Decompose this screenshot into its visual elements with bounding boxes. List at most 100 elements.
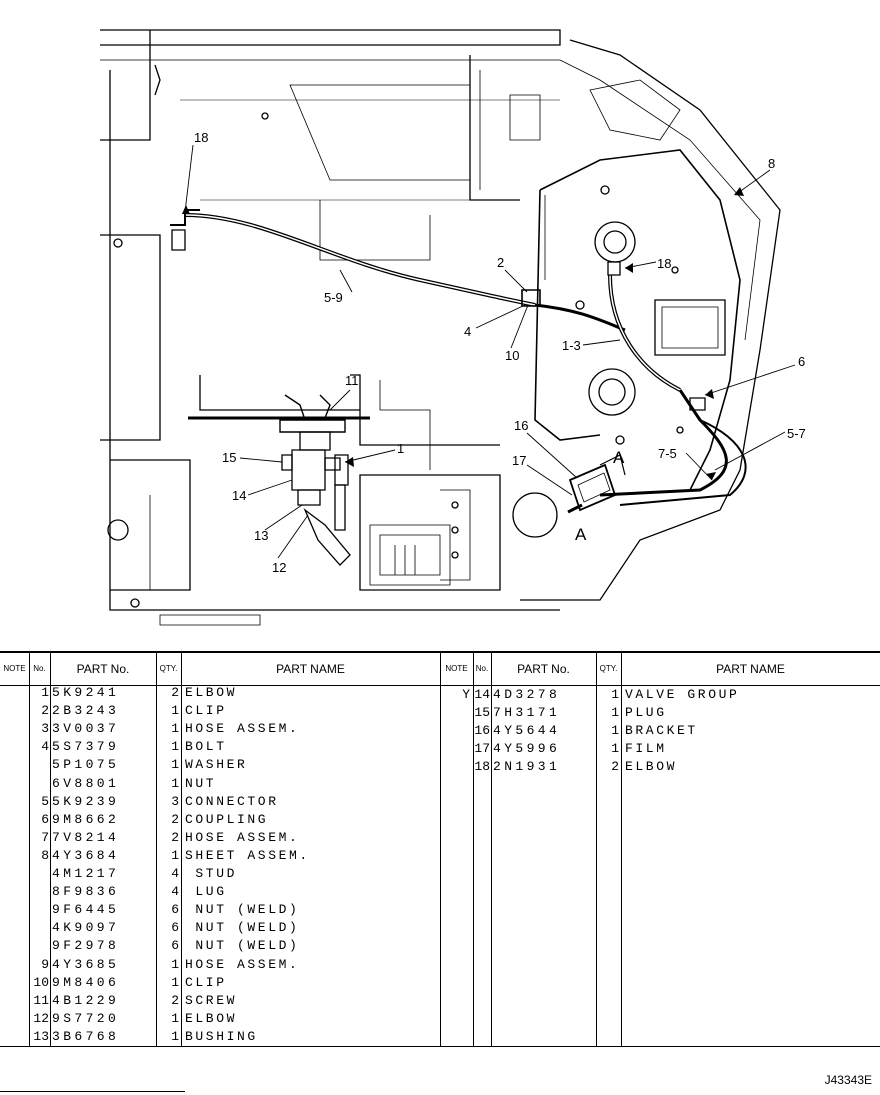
row-note [0, 974, 27, 992]
row-part-name: STUD [185, 866, 238, 881]
header-note: NOTE [445, 664, 468, 673]
callout-label: 11 [345, 373, 359, 388]
row-quantity: 1 [171, 1010, 179, 1026]
row-number: 14 [474, 687, 490, 702]
row-quantity: 6 [171, 938, 179, 954]
row-part-name: NUT (WELD) [185, 902, 300, 918]
row-note [0, 1010, 27, 1028]
row-part-name: NUT (WELD) [185, 938, 300, 954]
row-quantity: 1 [171, 775, 179, 791]
row-part-name: HOSE ASSEM. [185, 721, 300, 737]
row-note [0, 919, 27, 937]
row-quantity: 2 [171, 685, 179, 700]
row-part-name: ELBOW [625, 759, 678, 775]
row-number: 16 [474, 723, 490, 739]
row-part-name: CLIP [185, 974, 227, 990]
row-note [0, 865, 27, 883]
row-quantity: 1 [171, 739, 179, 755]
row-note [0, 956, 27, 974]
row-part-number: 4B1229 [52, 992, 120, 1008]
col-rule [473, 652, 474, 1046]
row-part-number: 5S7379 [52, 739, 120, 755]
row-quantity: 4 [171, 884, 179, 900]
row-note [0, 847, 27, 865]
row-part-number: 4D3278 [493, 687, 561, 702]
row-note [0, 901, 27, 919]
row-part-name: CONNECTOR [185, 793, 279, 809]
row-part-name: BUSHING [185, 1028, 258, 1044]
col-rule [440, 652, 441, 1046]
row-quantity: 1 [171, 847, 179, 863]
section-marker: A [613, 448, 625, 467]
row-quantity: 6 [171, 902, 179, 918]
row-number: 4 [41, 739, 49, 755]
row-note [0, 883, 27, 901]
row-part-number: 5P1075 [52, 757, 120, 773]
row-part-name: SCREW [185, 992, 238, 1008]
row-part-name: ELBOW [185, 1010, 238, 1026]
row-number: 2 [41, 703, 49, 719]
row-part-name: COUPLING [185, 811, 269, 827]
row-part-number: 4K9097 [52, 920, 120, 936]
header-note: NOTE [3, 664, 26, 673]
row-part-name: HOSE ASSEM. [185, 829, 300, 845]
row-number [29, 865, 49, 883]
row-part-name: PLUG [625, 705, 667, 721]
row-quantity: 1 [171, 1028, 179, 1044]
row-part-number: 9F2978 [52, 938, 120, 954]
row-number: 18 [474, 759, 490, 775]
row-part-number: 9M8662 [52, 811, 120, 827]
row-quantity: 1 [171, 703, 179, 719]
row-number [29, 775, 49, 793]
row-part-number: 4Y3684 [52, 847, 120, 863]
row-quantity: 2 [611, 759, 619, 775]
callout-label: 18 [194, 130, 208, 145]
row-quantity: 2 [171, 992, 179, 1008]
row-quantity: 6 [171, 920, 179, 936]
header-part-name: PART NAME [716, 661, 785, 676]
row-quantity: 1 [611, 687, 619, 702]
row-part-number: 9S7720 [52, 1010, 120, 1026]
row-number: 5 [41, 793, 49, 809]
row-number: 13 [33, 1028, 49, 1044]
table-row: 9F2978 6 NUT (WELD) [0, 937, 880, 955]
callout-label: 16 [514, 418, 528, 433]
row-quantity: 1 [611, 723, 619, 739]
row-part-name: FILM [625, 741, 667, 757]
callout-label: 7-5 [658, 446, 677, 461]
row-part-name: WASHER [185, 757, 248, 773]
row-part-name: CLIP [185, 703, 227, 719]
row-note [0, 793, 27, 811]
row-part-name: VALVE GROUP [625, 687, 740, 702]
callout-label: 1-3 [562, 338, 581, 353]
callout-label: 14 [232, 488, 246, 503]
col-rule [491, 652, 492, 1046]
row-number: 1 [41, 685, 49, 700]
callout-label: 4 [464, 324, 471, 339]
row-note [0, 992, 27, 1010]
header-qty: QTY. [159, 664, 178, 673]
row-part-name: HOSE ASSEM. [185, 956, 300, 972]
callout-label: 1 [397, 441, 404, 456]
header-qty: QTY. [599, 664, 618, 673]
row-part-number: 8F9836 [52, 884, 120, 900]
col-rule [596, 652, 597, 1046]
row-note [0, 775, 27, 793]
row-quantity: 1 [171, 721, 179, 737]
row-number: 11 [33, 992, 49, 1008]
row-note [0, 937, 27, 955]
row-number [29, 919, 49, 937]
